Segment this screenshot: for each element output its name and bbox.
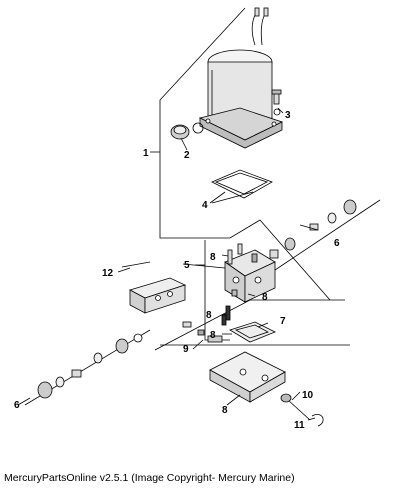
gasket-part xyxy=(211,169,273,199)
screw-set xyxy=(221,249,238,326)
callout-11: 11 xyxy=(294,420,305,431)
callout-labels: 1 2 3 4 5 6 6 7 8 8 8 8 8 9 10 11 12 xyxy=(14,110,340,431)
pump-body-part xyxy=(224,243,276,303)
callout-12: 12 xyxy=(102,268,114,279)
relief-valve-part xyxy=(182,321,223,343)
callout-8-b: 8 xyxy=(262,292,268,303)
shaft-part xyxy=(280,393,311,421)
callout-10: 10 xyxy=(302,390,314,401)
callout-7: 7 xyxy=(280,316,286,327)
screw-part xyxy=(271,89,282,116)
retaining-clip-part xyxy=(311,414,324,427)
callout-9: 9 xyxy=(183,344,189,355)
callout-5: 5 xyxy=(184,260,190,271)
callout-8-c: 8 xyxy=(206,310,212,321)
valve-plate-part xyxy=(225,305,276,343)
callout-8-e: 8 xyxy=(222,405,228,416)
callout-1: 1 xyxy=(143,148,149,159)
callout-3: 3 xyxy=(285,110,291,121)
fitting-set-upper xyxy=(269,199,357,259)
fitting-set-lower xyxy=(24,329,151,406)
callout-4: 4 xyxy=(202,200,208,211)
image-caption: MercuryPartsOnline v2.5.1 (Image Copyrig… xyxy=(4,472,295,484)
pump-motor xyxy=(198,7,284,149)
fill-cap-part xyxy=(170,122,204,140)
manifold-part xyxy=(121,261,187,314)
callout-6-lower: 6 xyxy=(14,400,20,411)
callout-8-d: 8 xyxy=(210,330,216,341)
base-plate-part xyxy=(209,351,286,403)
callout-6-upper: 6 xyxy=(334,238,340,249)
callout-2: 2 xyxy=(184,150,190,161)
exploded-parts-diagram: 1 2 3 4 5 6 6 7 8 8 8 8 8 9 10 11 12 xyxy=(14,7,381,431)
leader-lines xyxy=(17,107,319,421)
callout-8-a: 8 xyxy=(210,252,216,263)
